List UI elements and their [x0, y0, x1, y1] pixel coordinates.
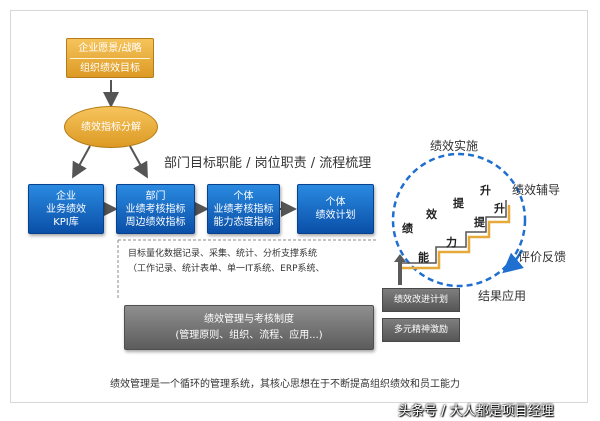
watermark: 头条号 / 大人都是项目经理 [398, 404, 554, 419]
cycle-label-implementation: 绩效实施 [430, 139, 479, 153]
cycle-arrow [502, 249, 524, 274]
incentive-box: 多元精神激励 [382, 318, 460, 342]
enterprise-kpi-line2: 业务绩效 [46, 203, 86, 215]
stair-char-5: 能 [418, 251, 429, 264]
incentive-label: 多元精神激励 [393, 324, 448, 335]
data-support-line1: 目标量化数据记录、采集、统计、分析支撑系统 [128, 249, 318, 259]
individual-indicator-line3: 能力态度指标 [213, 216, 274, 228]
stair-outline [398, 200, 507, 264]
department-indicator-line1: 部门 [145, 190, 166, 202]
department-indicator-line2: 业绩考核指标 [125, 203, 186, 215]
individual-indicator-line1: 个体 [233, 190, 254, 202]
data-support-text: 目标量化数据记录、采集、统计、分析支撑系统 （工作记录、统计表单、单一IT系统、… [128, 247, 325, 277]
stair-char-4: 升 [480, 184, 491, 197]
footer-caption: 绩效管理是一个循环的管理系统，其核心思想在于不断提高组织绩效和员工能力 [110, 379, 460, 390]
cycle-circle [391, 152, 527, 288]
stair-char-2: 效 [426, 208, 437, 221]
department-indicator-line3: 周边绩效指标 [125, 216, 186, 228]
cycle-label-feedback: 评价反馈 [518, 250, 567, 264]
enterprise-kpi-line1: 企业 [56, 190, 76, 202]
improvement-plan-box: 绩效改进计划 [382, 288, 460, 312]
goal-box-line2: 组织绩效目标 [80, 62, 140, 74]
feedback-arrow [394, 254, 406, 285]
individual-indicator-line2: 业绩考核指标 [213, 203, 274, 215]
stair-fill [398, 205, 511, 270]
department-indicator-box: 部门 业绩考核指标 周边绩效指标 [116, 184, 195, 234]
stair-char-6: 力 [446, 236, 457, 249]
individual-plan-line2: 绩效计划 [315, 210, 356, 221]
individual-plan-line1: 个体 [325, 197, 346, 208]
management-system-line1: 绩效管理与考核制度 [204, 314, 294, 325]
individual-indicator-box: 个体 业绩考核指标 能力态度指标 [207, 184, 280, 234]
goal-box-divider [70, 57, 150, 59]
goal-box-line1: 企业愿景/战略 [78, 42, 142, 54]
stair-char-3: 提 [453, 197, 464, 210]
management-system-box: 绩效管理与考核制度 (管理原则、组织、流程、应用...) [124, 305, 374, 350]
decompose-ellipse: 绩效指标分解 [64, 106, 158, 148]
stair-char-1: 绩 [402, 222, 413, 235]
stair-char-7: 提 [474, 216, 485, 229]
management-system-line2: (管理原则、组织、流程、应用...) [175, 330, 323, 341]
enterprise-kpi-box: 企业 业务绩效 KPI库 [28, 184, 104, 234]
data-support-line2: （工作记录、统计表单、单一IT系统、ERP系统、 [128, 264, 325, 274]
improvement-plan-label: 绩效改进计划 [393, 294, 448, 305]
arrow-to-enterprise [72, 145, 91, 179]
individual-plan-box: 个体 绩效计划 [297, 184, 374, 234]
stair-char-8: 升 [494, 202, 505, 215]
goal-box: 企业愿景/战略 组织绩效目标 [66, 38, 154, 78]
arrow-to-department [129, 145, 148, 179]
cycle-label-application: 结果应用 [478, 289, 527, 303]
dashed-bracket [117, 239, 376, 300]
process-heading: 部门目标职能 / 岗位职责 / 流程梳理 [164, 156, 372, 171]
enterprise-kpi-line3: KPI库 [53, 216, 79, 228]
cycle-label-coaching: 绩效辅导 [512, 183, 561, 197]
decompose-label: 绩效指标分解 [81, 121, 141, 133]
